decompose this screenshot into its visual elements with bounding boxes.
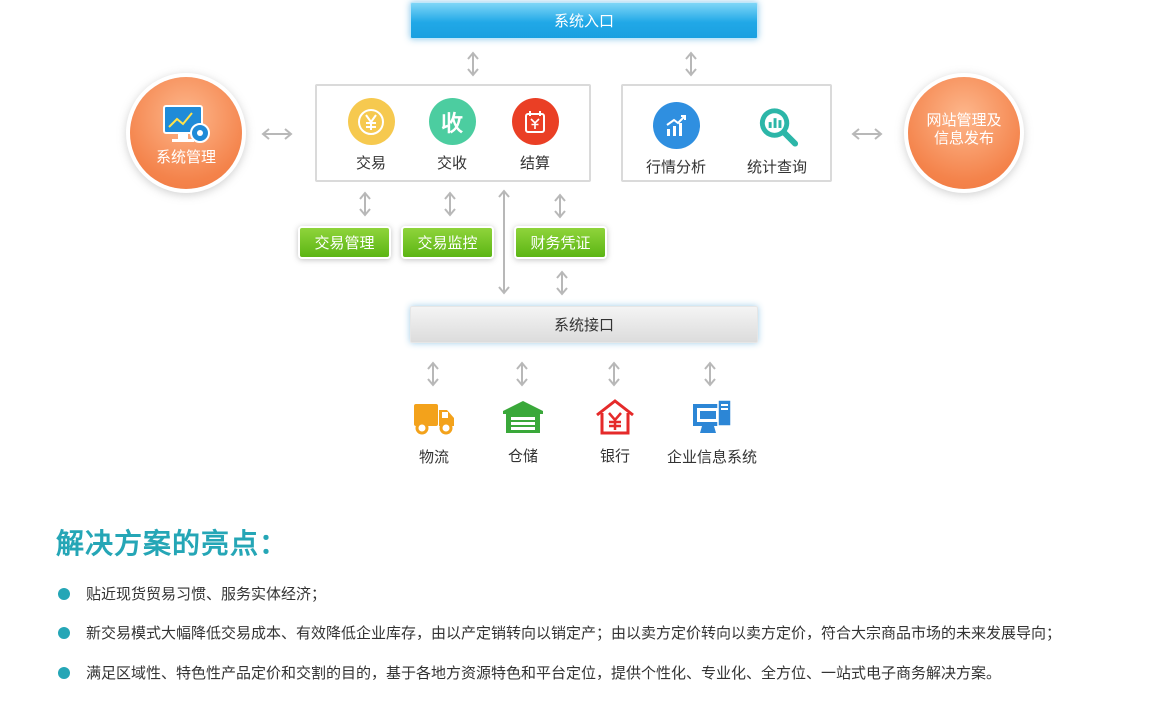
system-management-label: 系统管理 [155,149,216,166]
vertical-double-arrow-icon [467,51,479,77]
function-settle: 结算 [510,98,560,173]
highlight-text: 新交易模式大幅降低交易成本、有效降低企业库存，由以产定销转向以销定产；由以卖方定… [86,625,1062,642]
computer-icon [693,399,732,433]
highlights-title: 解决方案的亮点： [56,528,289,559]
system-management-circle: 系统管理 [130,77,242,189]
bullet-dot-icon [58,626,70,639]
tag-trade-management: 交易管理 [300,228,389,257]
tag-trade-monitoring: 交易监控 [403,228,492,257]
system-entry-bar: 系统入口 [410,2,758,39]
bullet-dot-icon [58,666,70,679]
bank-label: 银行 [599,448,630,465]
enterprise-system-label: 企业信息系统 [666,449,757,466]
function-statistics-query: 统计查询 [744,102,810,177]
function-label: 统计查询 [746,159,807,176]
function-label: 结算 [519,155,550,172]
bank-icon [596,399,634,435]
function-label: 行情分析 [645,159,706,176]
vertical-double-arrow-icon [359,191,371,217]
vertical-double-arrow-icon [608,361,620,387]
monitor-gear-icon [163,105,210,143]
warehouse-item: 仓储 [499,399,547,466]
tag-financial-voucher: 财务凭证 [516,228,605,257]
website-management-circle: 网站管理及 信息发布 [908,77,1020,189]
growth-chart-icon [652,102,700,149]
search-chart-icon [753,102,801,149]
vertical-double-arrow-icon [685,51,697,77]
highlight-item: 满足区域性、特色性产品定价和交割的目的，基于各地方资源特色和平台定位，提供个性化… [58,662,1001,683]
highlight-text: 贴近现货贸易习惯、服务实体经济； [86,586,327,603]
horizontal-double-arrow-icon [261,128,293,140]
function-label: 交收 [436,155,467,172]
vertical-double-arrow-icon [427,361,439,387]
trading-functions-box: 交易 收 交收 结算 [315,84,591,182]
highlight-text: 满足区域性、特色性产品定价和交割的目的，基于各地方资源特色和平台定位，提供个性化… [86,665,1002,682]
vertical-double-arrow-icon [444,191,456,217]
logistics-label: 物流 [418,449,449,466]
highlight-item: 新交易模式大幅降低交易成本、有效降低企业库存，由以产定销转向以销定产；由以卖方定… [58,622,1061,643]
vertical-double-arrow-icon [556,270,568,296]
truck-icon [414,404,454,435]
yen-coin-icon [347,98,395,145]
vertical-double-arrow-icon [704,361,716,387]
logistics-item: 物流 [409,400,459,467]
collect-icon: 收 [428,98,476,145]
bank-item: 银行 [591,399,639,466]
bullet-dot-icon [58,587,70,600]
analysis-functions-box: 行情分析 统计查询 [621,84,832,182]
enterprise-system-item: 企业信息系统 [664,398,760,467]
function-trade: 交易 [346,98,396,173]
calendar-yen-icon [511,98,559,145]
long-vertical-double-arrow-icon [498,189,510,295]
warehouse-icon [503,401,543,433]
function-market-analysis: 行情分析 [643,102,709,177]
website-management-label: 网站管理及 信息发布 [926,112,1002,147]
vertical-double-arrow-icon [554,193,566,219]
function-label: 交易 [355,155,386,172]
warehouse-label: 仓储 [507,448,538,465]
vertical-double-arrow-icon [516,361,528,387]
horizontal-double-arrow-icon [851,128,883,140]
function-collect: 收 交收 [427,98,477,173]
system-interface-bar: 系统接口 [410,306,758,343]
highlight-item: 贴近现货贸易习惯、服务实体经济； [58,583,326,604]
